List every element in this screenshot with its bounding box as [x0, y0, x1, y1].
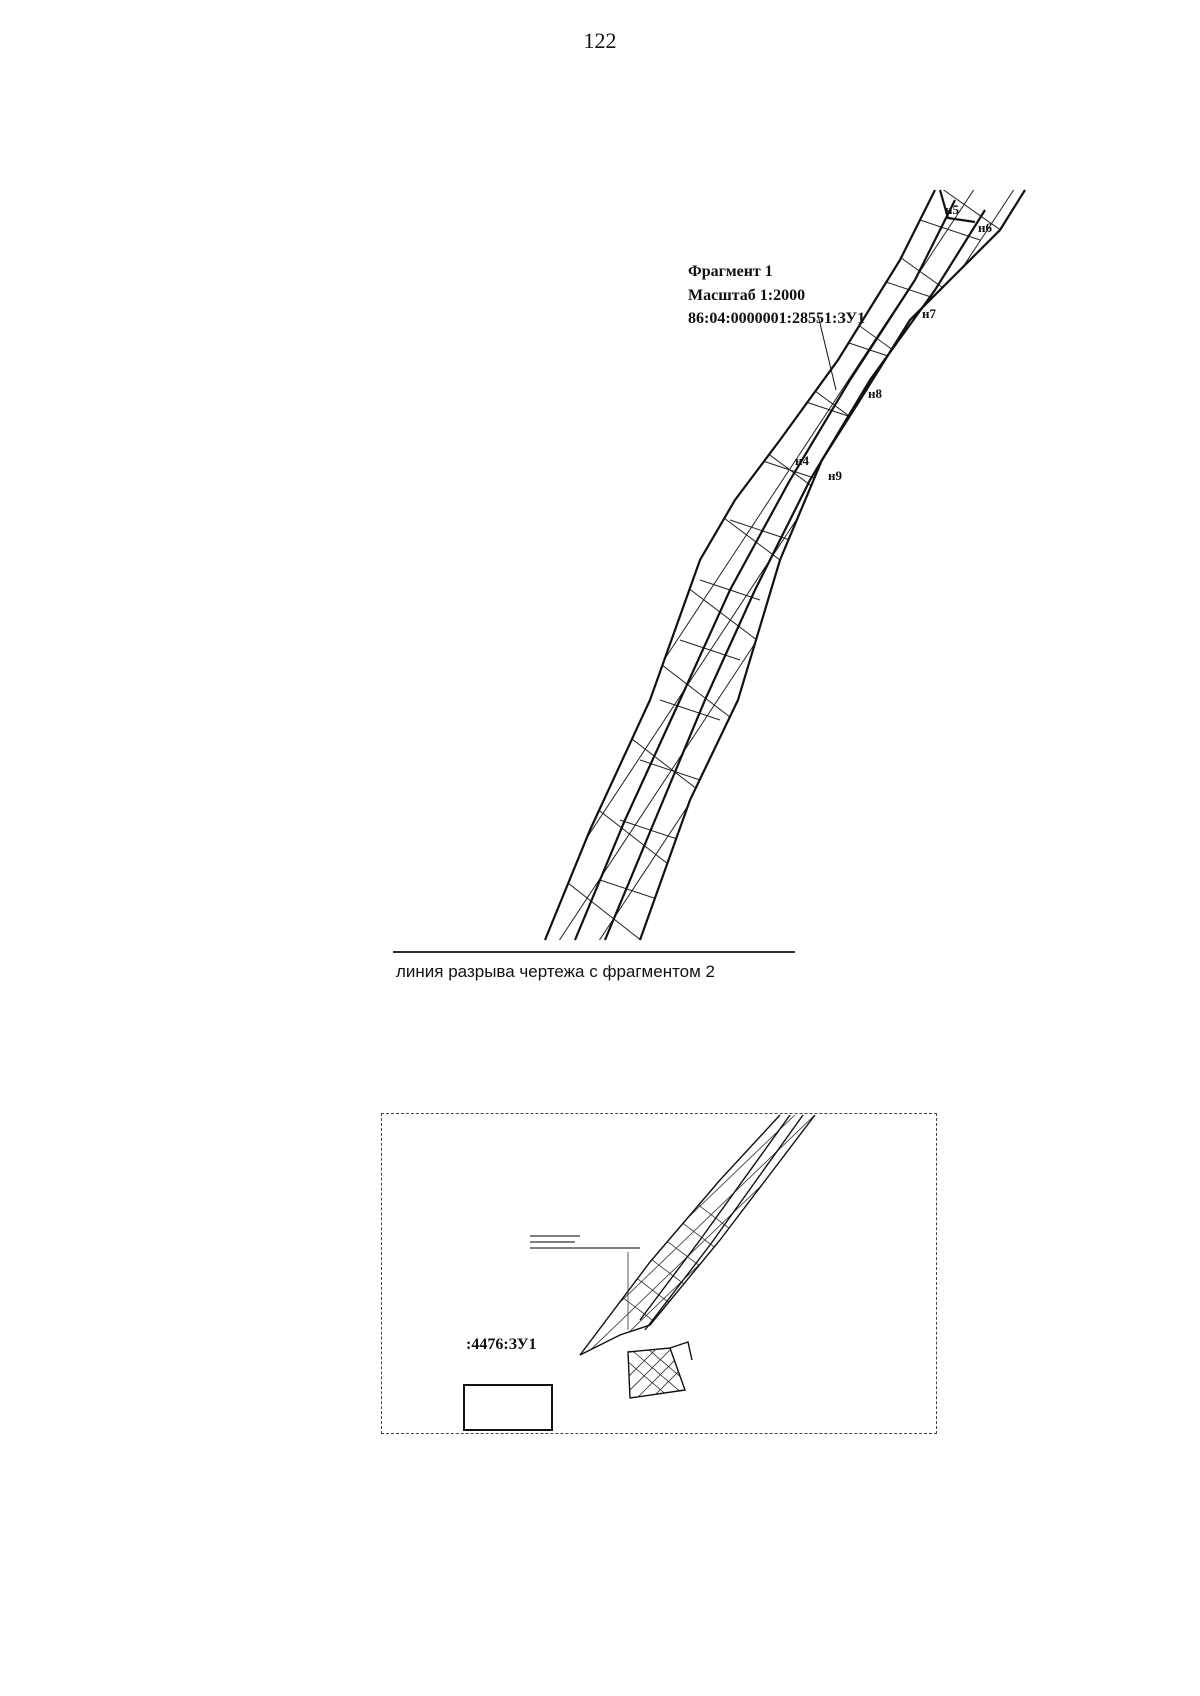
inset-small-label: [530, 1235, 640, 1330]
fragment1-parcel-id: 86:04:0000001:28551:ЗУ1: [688, 310, 865, 327]
point-label-n4: н4: [795, 453, 809, 468]
point-label-n5: н5: [945, 202, 959, 217]
leader-line: [817, 314, 837, 391]
fragment1-scale: Масштаб 1:2000: [688, 287, 805, 304]
fragment1-boundary: [543, 189, 1026, 941]
inset-frame: [381, 1113, 937, 1434]
break-line-caption: линия разрыва чертежа с фрагментом 2: [396, 962, 715, 981]
fragment1-title: Фрагмент 1: [688, 263, 773, 280]
inset-box-boundary: [627, 1341, 693, 1399]
point-label-n7: н7: [922, 306, 936, 321]
inset-parcel-label: :4476:ЗУ1: [466, 1336, 536, 1353]
fragment1-hatch: [545, 190, 1025, 940]
inset-strip-boundary: [579, 1114, 816, 1356]
page-number: 122: [583, 28, 617, 53]
point-label-n9: н9: [828, 468, 842, 483]
point-label-n8: н8: [868, 386, 882, 401]
inset-box-hatch: [628, 1348, 685, 1398]
inset-legend-box: [463, 1384, 553, 1431]
point-label-n6: н6: [978, 220, 992, 235]
